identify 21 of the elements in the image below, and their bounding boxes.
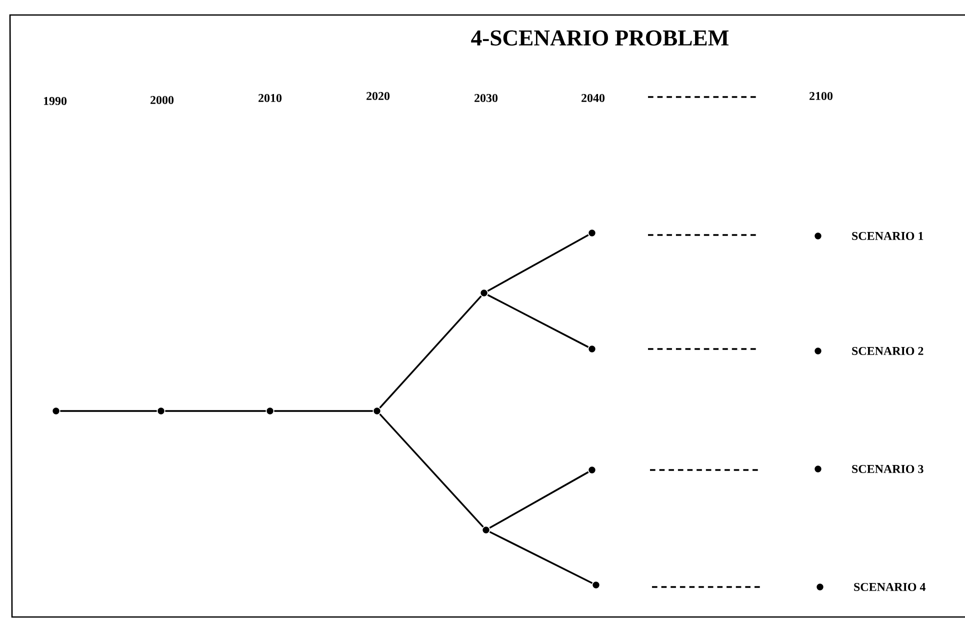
scenario-label: SCENARIO 2 bbox=[852, 346, 924, 356]
scenario-label: SCENARIO 1 bbox=[852, 232, 924, 240]
branch-line bbox=[489, 471, 589, 529]
branch-line bbox=[489, 531, 593, 584]
year-label: 2020 bbox=[366, 92, 390, 100]
branch-line bbox=[60, 410, 157, 412]
scenario-label: SCENARIO 3 bbox=[852, 464, 924, 474]
branch-line bbox=[487, 234, 589, 292]
branch-line bbox=[165, 410, 266, 412]
branch-line bbox=[274, 410, 373, 412]
year-label: 1990 bbox=[44, 96, 67, 106]
branch-line bbox=[379, 414, 484, 528]
scenario-label: SCENARIO 4 bbox=[854, 582, 926, 592]
year-label: 2030 bbox=[474, 94, 498, 102]
year-label: 2000 bbox=[150, 96, 174, 104]
year-label: 2040 bbox=[582, 94, 605, 102]
year-label: 2100 bbox=[810, 92, 833, 100]
title: 4-SCENARIO PROBLEM bbox=[471, 30, 729, 46]
branch-line bbox=[379, 296, 482, 408]
year-label: 2010 bbox=[258, 94, 282, 102]
branch-line bbox=[487, 294, 589, 348]
